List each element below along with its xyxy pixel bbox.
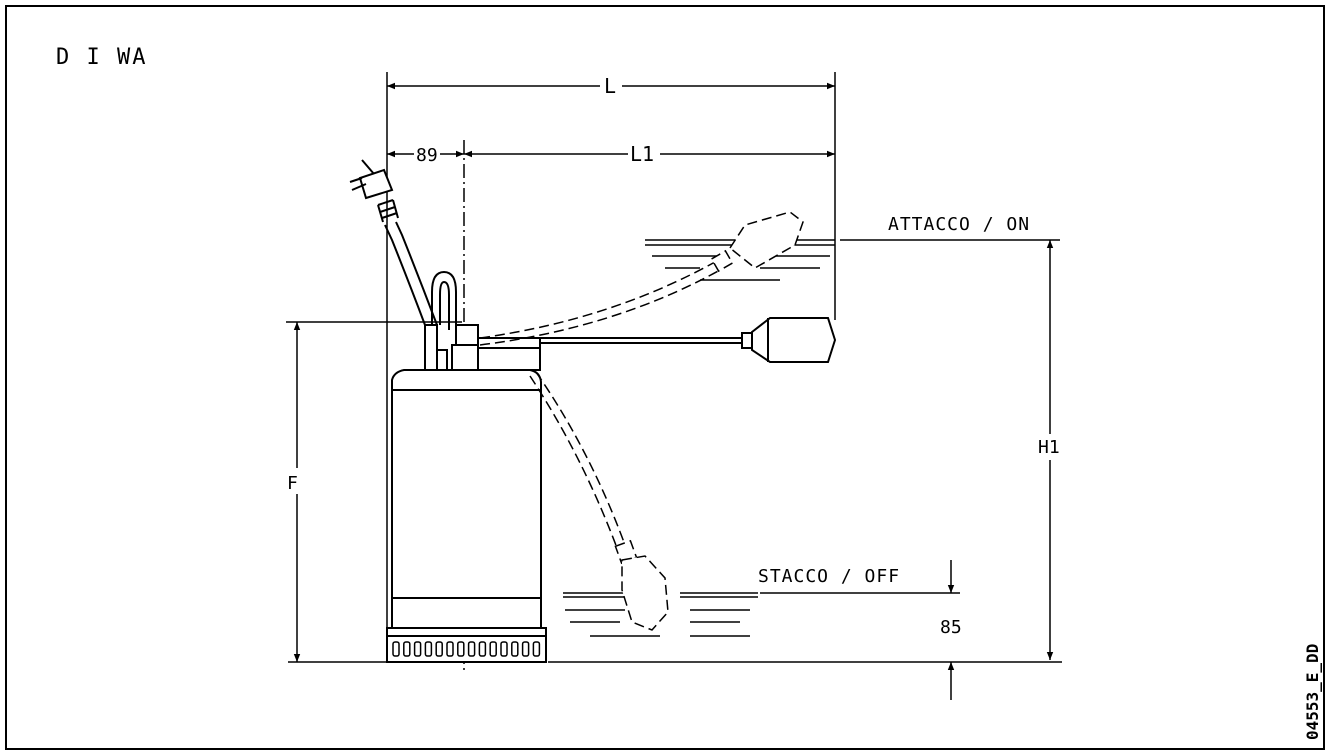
- dimension-f: [286, 321, 462, 663]
- grille-slot: [500, 641, 508, 657]
- grille-slot: [435, 641, 443, 657]
- dimension-85: [548, 560, 1062, 700]
- float-switch-lower: [529, 371, 669, 631]
- dimension-l1-label: L1: [630, 142, 654, 166]
- grille-slot: [403, 641, 411, 657]
- grille-slot: [392, 641, 400, 657]
- diagram-title: D I WA: [56, 45, 147, 70]
- grille-slot: [413, 641, 422, 657]
- pump-base-grille: [392, 641, 541, 657]
- float-switch-upper: [479, 211, 804, 346]
- float-switch-horizontal: [540, 317, 837, 363]
- dimension-l-label: L: [604, 74, 616, 98]
- grille-slot: [424, 641, 433, 657]
- dimension-l: [386, 72, 836, 660]
- grille-slot: [478, 641, 487, 657]
- grille-slot: [532, 641, 541, 657]
- level-off-label: STACCO / OFF: [758, 566, 900, 587]
- grille-slot: [521, 641, 530, 657]
- pump-top-fittings: [424, 270, 541, 371]
- dimension-89-label: 89: [416, 145, 438, 166]
- water-level-on: [645, 239, 1060, 281]
- grille-slot: [457, 641, 465, 657]
- grille-slot: [446, 641, 454, 657]
- pump-body: [386, 369, 547, 663]
- dimension-85-label: 85: [940, 617, 962, 638]
- drawing-frame: [5, 5, 1325, 750]
- drawing-code: 04553_E_DD: [1303, 644, 1322, 740]
- dimension-h1-label: H1: [1038, 437, 1060, 458]
- level-on-label: ATTACCO / ON: [888, 214, 1030, 235]
- grille-slot: [467, 641, 476, 657]
- power-cable-plug: [349, 159, 438, 326]
- water-level-off: [563, 592, 758, 637]
- grille-slot: [489, 641, 497, 657]
- grille-slot: [511, 641, 519, 657]
- dimension-f-label: F: [287, 473, 298, 494]
